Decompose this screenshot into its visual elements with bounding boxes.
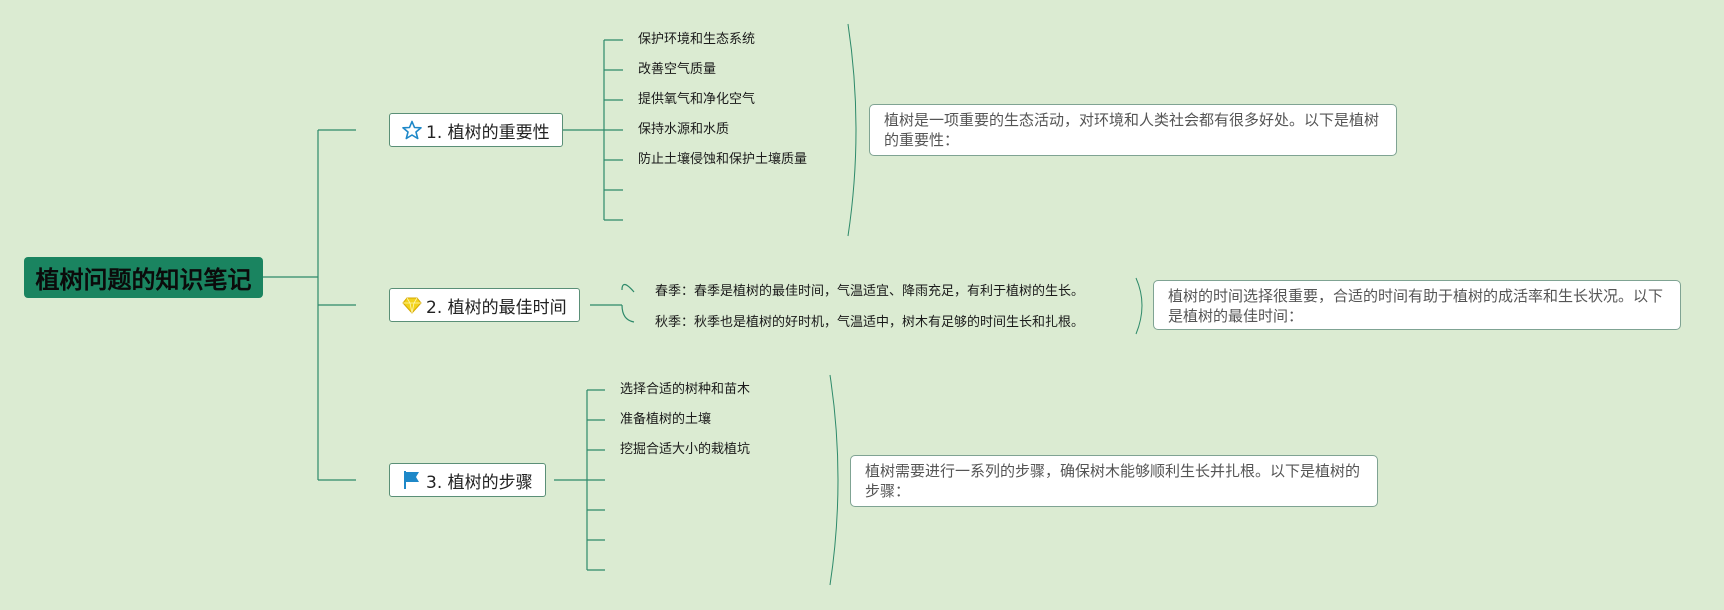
summary-text: 植树需要进行一系列的步骤，确保树木能够顺利生长并扎根。以下是植树的步骤： [865,462,1361,500]
topic-steps[interactable]: 3. 植树的步骤 [389,463,546,497]
summary-brace-2 [1135,277,1143,335]
flag-icon [402,470,422,490]
list-item[interactable]: 提供氧气和净化空气 [638,92,756,107]
summary-steps[interactable]: 植树需要进行一系列的步骤，确保树木能够顺利生长并扎根。以下是植树的步骤： [850,455,1378,507]
root-topic[interactable]: 植树问题的知识笔记 [24,257,263,298]
list-item[interactable]: 保护环境和生态系统 [638,32,756,47]
summary-text: 植树是一项重要的生态活动，对环境和人类社会都有很多好处。以下是植树的重要性： [884,111,1380,149]
topic-label: 2. 植树的最佳时间 [426,297,567,318]
list-item[interactable]: 改善空气质量 [638,62,717,77]
star-icon [402,120,422,140]
summary-brace-1 [847,23,857,237]
topic-importance[interactable]: 1. 植树的重要性 [389,113,563,147]
summary-best-time[interactable]: 植树的时间选择很重要，合适的时间有助于植树的成活率和生长状况。以下是植树的最佳时… [1153,280,1681,330]
list-item[interactable]: 防止土壤侵蚀和保护土壤质量 [638,152,808,167]
topic-label: 1. 植树的重要性 [426,122,550,143]
topic3-connector [554,389,605,571]
list-item[interactable]: 秋季：秋季也是植树的好时机，气温适中，树木有足够的时间生长和扎根。 [655,315,1085,330]
list-item[interactable]: 保持水源和水质 [638,122,730,137]
topic-label: 3. 植树的步骤 [426,472,533,493]
root-connector [263,129,356,481]
list-item[interactable]: 春季：春季是植树的最佳时间，气温适宜、降雨充足，有利于植树的生长。 [655,284,1085,299]
summary-importance[interactable]: 植树是一项重要的生态活动，对环境和人类社会都有很多好处。以下是植树的重要性： [869,104,1397,156]
summary-brace-3 [829,374,839,586]
list-item[interactable]: 挖掘合适大小的栽植坑 [620,442,751,457]
topic-best-time[interactable]: 2. 植树的最佳时间 [389,288,580,322]
topic1-connector [522,39,623,221]
topic2-connector [590,283,635,323]
diamond-icon [402,295,422,315]
root-title: 植树问题的知识笔记 [35,266,252,294]
list-item[interactable]: 选择合适的树种和苗木 [620,382,751,397]
list-item[interactable]: 准备植树的土壤 [620,412,712,427]
summary-text: 植树的时间选择很重要，合适的时间有助于植树的成活率和生长状况。以下是植树的最佳时… [1168,287,1664,325]
